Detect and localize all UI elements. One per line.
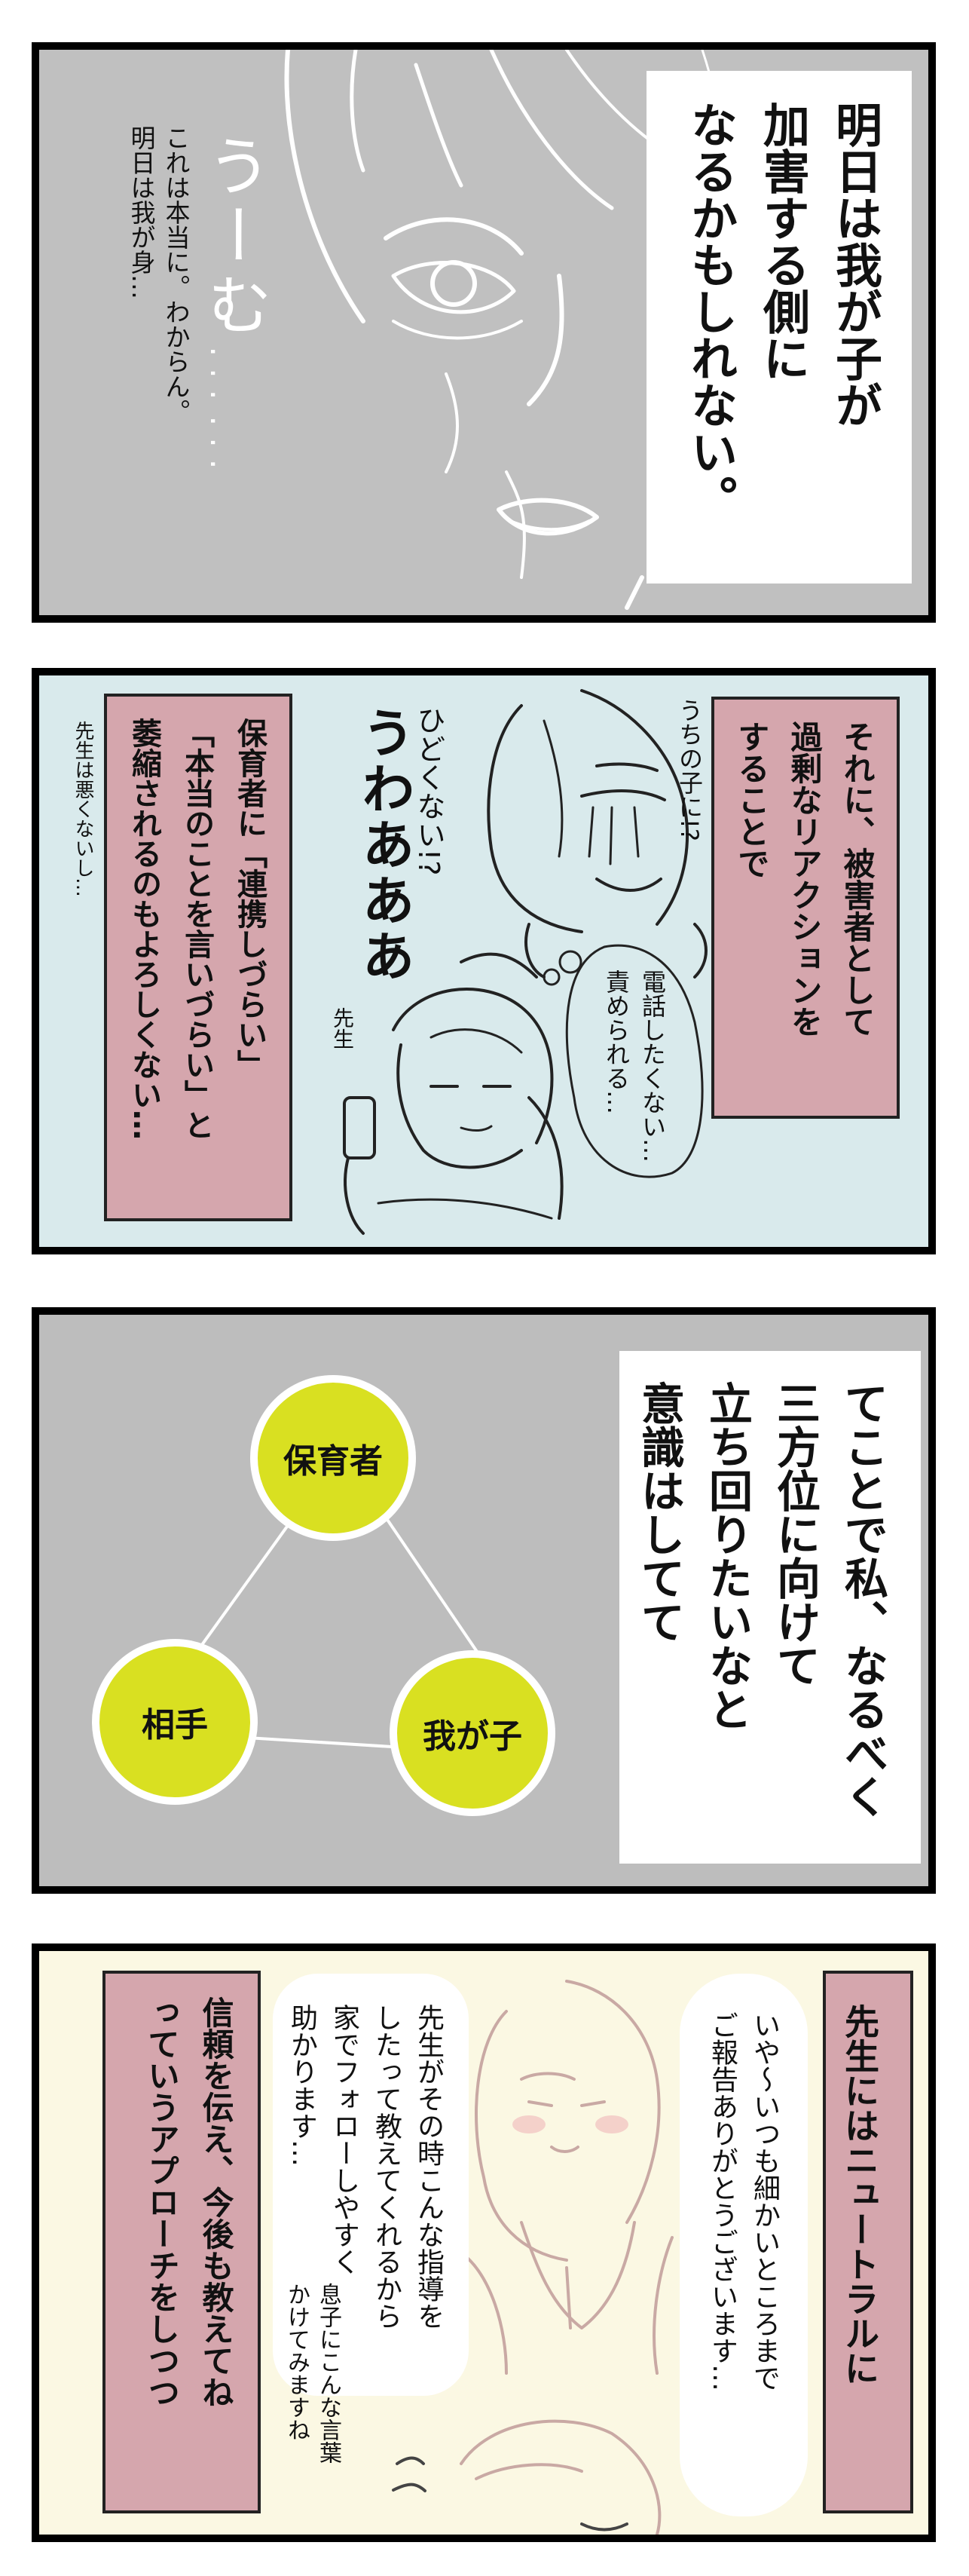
- wail-text: うわあああ: [353, 706, 415, 985]
- teacher-thought-text: 電話したくない… 責められる…: [602, 969, 667, 1162]
- panel-4: 先生にはニュートラルに いや〜いつも細かいところまで ご報告ありがとうございます…: [32, 1943, 936, 2542]
- caption-text-top: それに、被害者として 過剰なリアクションを することで: [733, 721, 876, 1037]
- caption-box-top: 先生にはニュートラルに: [823, 1971, 913, 2513]
- mother-praying-illustration: [392, 1980, 674, 2535]
- caption-box-bottom: 信頼を伝え、今後も教えてね っていうアプローチをしつつ: [102, 1971, 261, 2513]
- caption-text: 明日は我が子が 加害する側に なるかもしれない。: [683, 101, 882, 522]
- caption-box-top: それに、被害者として 過剰なリアクションを することで: [711, 697, 900, 1119]
- face-closeup-illustration: [284, 50, 722, 610]
- speech-bubble-thanks: いや〜いつも細かいところまで ご報告ありがとうございます…: [680, 1974, 808, 2516]
- caption-text-top: 先生にはニュートラルに: [839, 2004, 880, 2385]
- mother-thought-text: うちの子に!?: [675, 698, 704, 841]
- monologue-note: これは本当に。わからん。 明日は我が身…: [127, 125, 191, 424]
- sfx-text: うーむ……: [195, 133, 271, 479]
- teacher-label: 先生: [330, 1007, 355, 1049]
- caption-text-bottom: 保育者に「連携しづらい」 「本当のことを言いづらい」と 萎縮されるのもよろしくな…: [127, 718, 267, 1140]
- panel-2: それに、被害者として 過剰なリアクションを することで うちの子に!? うわああ…: [32, 668, 936, 1254]
- caption-text: てことで私、なるべく 三方位に向けて 立ち回りたいなと 意識はしてて: [634, 1381, 888, 1818]
- panel-3: 保育者 相手 我が子 てことで私、なるべく 三方位に向けて 立ち回りたいなと 意…: [32, 1307, 936, 1894]
- caption-text-bottom: 信頼を伝え、今後も教えてね っていうアプローチをしつつ: [143, 1996, 234, 2408]
- caption-box: 明日は我が子が 加害する側に なるかもしれない。: [647, 71, 912, 584]
- small-note-text: 息子にこんな言葉 かけてみますね: [283, 2283, 341, 2464]
- caption-box: てことで私、なるべく 三方位に向けて 立ち回りたいなと 意識はしてて: [619, 1351, 921, 1864]
- circle-other-party: 相手: [92, 1639, 258, 1805]
- panel-1: うーむ…… これは本当に。わからん。 明日は我が身… 明日は我が子が 加害する側…: [32, 42, 936, 623]
- speech-bubble-support: 先生がその時こんな指導を したって教えてくれるから 家でフォローしやすく 助かり…: [273, 1974, 469, 2396]
- cry-small-text: ひどくない!?: [412, 706, 445, 876]
- caption-box-bottom: 保育者に「連携しづらい」 「本当のことを言いづらい」と 萎縮されるのもよろしくな…: [104, 694, 292, 1221]
- speech-text-support: 先生がその時こんな指導を したって教えてくれるから 家でフォローしやすく 助かり…: [286, 2004, 444, 2329]
- side-note-text: 先生は悪くないし…: [72, 721, 94, 897]
- circle-caregiver: 保育者: [250, 1375, 416, 1541]
- circle-my-child: 我が子: [390, 1650, 555, 1816]
- speech-text-thanks: いや〜いつも細かいところまで ご報告ありがとうございます…: [707, 2011, 780, 2391]
